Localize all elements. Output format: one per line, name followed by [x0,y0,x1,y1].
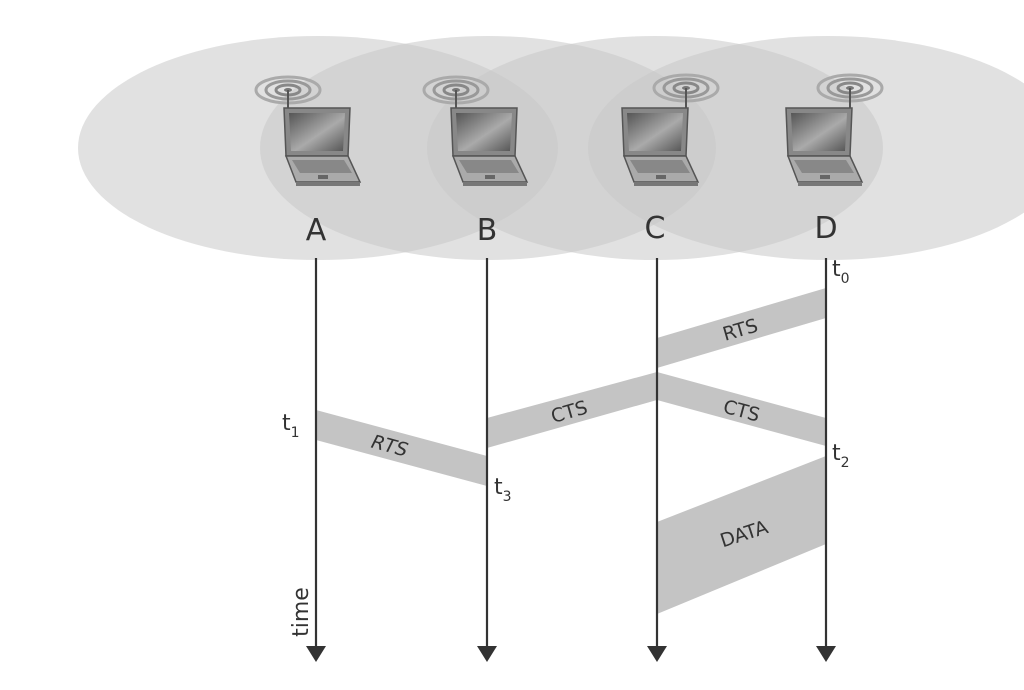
time-mark-t3: t3 [494,475,512,505]
laptop-icon [621,107,699,187]
station-b [422,75,528,187]
arrow-down-icon [816,646,836,662]
node-label-b: B [477,213,498,248]
message-band-rts-d-c [657,288,826,368]
arrow-down-icon [306,646,326,662]
message-band-data-d-c [657,456,826,614]
time-mark-t0: t0 [832,257,850,287]
message-band-cts-c-d [657,372,826,446]
station-c [621,73,720,187]
coverage-areas [78,36,1024,260]
station-a [254,75,361,187]
laptop-icon [283,107,361,187]
time-axis-label: time [289,587,314,637]
node-label-d: D [814,211,837,246]
laptop-icon [450,107,528,187]
arrow-down-icon [477,646,497,662]
timeline-arrows [306,646,836,662]
laptop-icon [785,107,863,187]
time-mark-t1: t1 [282,411,300,441]
message-bands [316,288,826,614]
station-d [785,73,884,187]
message-band-rts-a-b [316,410,487,486]
time-mark-t2: t2 [832,441,850,471]
arrow-down-icon [647,646,667,662]
message-band-cts-c-b [487,372,657,448]
node-label-a: A [306,213,327,248]
node-label-c: C [645,211,666,246]
timelines [314,258,828,650]
